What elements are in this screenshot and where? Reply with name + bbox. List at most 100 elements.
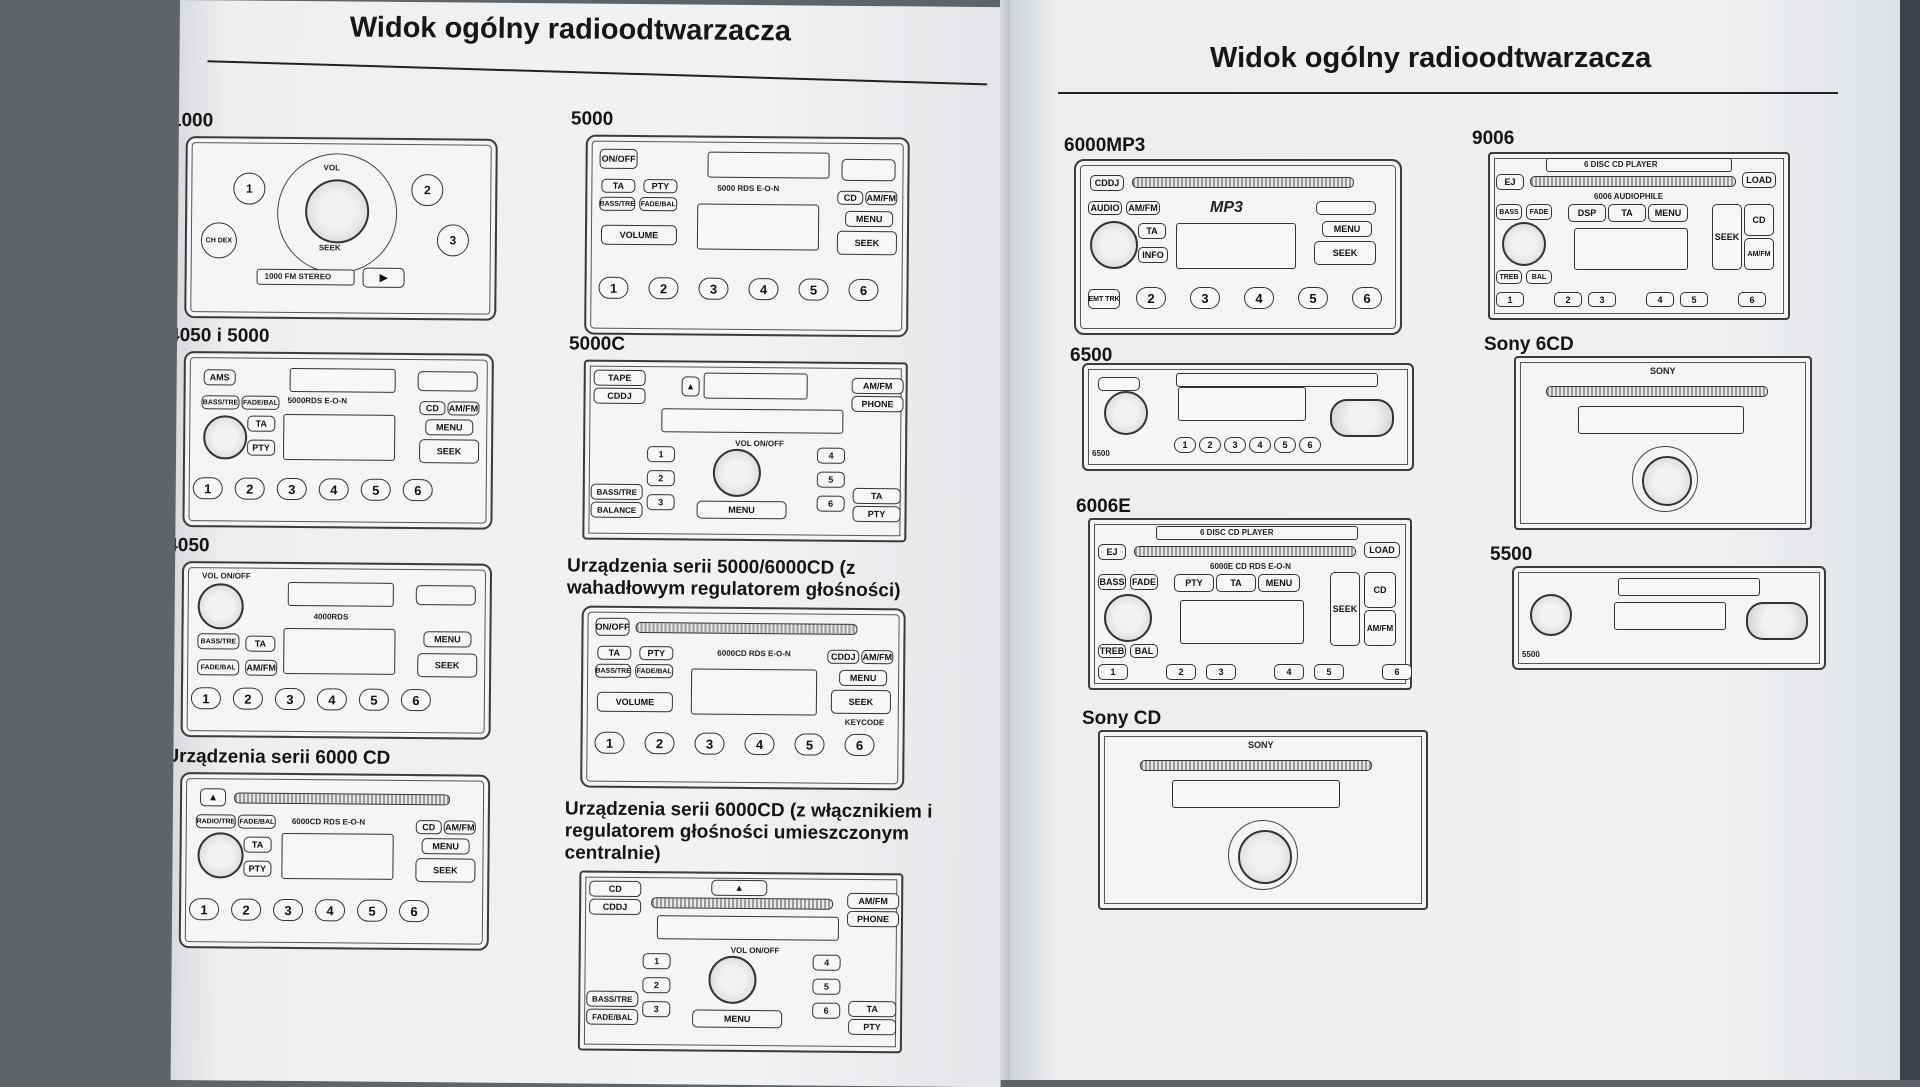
pty-button: PTY: [852, 505, 901, 523]
phone-button: PHONE: [846, 910, 900, 928]
eject-button: EJ: [1496, 174, 1524, 190]
fade-bal-button: FADE/BAL: [197, 659, 240, 676]
amfm-button: AM/FM: [245, 659, 278, 676]
eject-icon: ▲: [711, 879, 768, 897]
menu-button: MENU: [839, 669, 888, 687]
radio-faceplate: AMS BASS/TRE FADE/BAL 5000RDS E-O-N TA P…: [182, 351, 494, 530]
preset-2: 2: [642, 977, 671, 994]
preset-6: 6: [400, 688, 431, 712]
unit-6500: 6500 6500 1 2 3 4 5 6: [1070, 345, 1430, 475]
preset-6: 6: [1738, 292, 1766, 307]
preset-2: 2: [234, 477, 265, 500]
vol-onoff-label: VOL ON/OFF: [201, 571, 251, 581]
fade-button: FADE: [1526, 204, 1552, 220]
ta-button: TA: [245, 635, 276, 652]
volume-knob: [197, 832, 244, 879]
main-display: [690, 668, 818, 716]
radio-faceplate: SONY: [1514, 356, 1812, 530]
unit-5000c: 5000C TAPE CDDJ ▲ AM/FM PHONE VOL ON/OFF…: [567, 333, 909, 556]
vol-label: VOL: [323, 163, 341, 173]
preset-3: 3: [1190, 287, 1220, 309]
unit-6000cd-central: Urządzenia serii 6000CD (z włącznikiem i…: [563, 798, 945, 1081]
cd-button: CD: [415, 820, 442, 835]
eject-icon: ▲: [681, 376, 700, 397]
volume-knob: [197, 583, 244, 630]
unit-sony-cd: Sony CD SONY: [1082, 708, 1452, 928]
vol-onoff-label: VOL ON/OFF: [735, 438, 784, 449]
volume-knob: [712, 448, 762, 498]
model-tag: 6000CD RDS E-O-N: [717, 648, 791, 659]
ta-button: TA: [1608, 204, 1646, 222]
preset-4: 4: [1274, 664, 1304, 680]
cd-button: CD: [1744, 204, 1774, 236]
preset-1: 1: [646, 446, 676, 463]
preset-6: 6: [816, 495, 845, 512]
preset-4: 4: [812, 954, 841, 971]
preset-6: 6: [402, 478, 433, 502]
cd-slot: [1546, 386, 1768, 397]
chdex-button: CH DEX: [200, 222, 238, 259]
preset-bar: 1 2 3 4 5 6: [1496, 292, 1766, 307]
unit-label: Sony CD: [1082, 708, 1162, 729]
menu-button: MENU: [421, 838, 470, 855]
radio-faceplate: VOL ON/OFF 4000RDS BASS/TRE FADE/BAL TA …: [180, 561, 493, 740]
preset-6: 6: [1299, 437, 1321, 453]
main-display: [696, 203, 820, 251]
unit-sony-6cd: Sony 6CD SONY: [1484, 334, 1844, 544]
pty-button: PTY: [243, 860, 272, 877]
preset-3: 3: [642, 1001, 671, 1018]
radio-faceplate: 6 DISC CD PLAYER EJ LOAD 6006 AUDIOPHILE…: [1488, 152, 1790, 320]
fade-bal-button: FADE/BAL: [586, 1008, 639, 1026]
preset-1: 1: [598, 276, 629, 299]
preset-3: 3: [646, 494, 675, 511]
sony-logo: SONY: [1650, 366, 1676, 376]
unit-label: 4050 i 5000: [170, 324, 270, 347]
title-rule: [207, 60, 988, 86]
fade-bal-button: FADE/BAL: [237, 814, 276, 829]
unit-label: 6500: [1070, 345, 1113, 366]
seek-button: SEEK: [1330, 572, 1360, 646]
onoff-button: ON/OFF: [595, 617, 630, 636]
volume-knob: [1530, 594, 1572, 636]
fade-bal-button: FADE/BAL: [639, 197, 678, 212]
bass-tre-button: BASS/TRE: [586, 990, 639, 1008]
preset-5: 5: [798, 278, 829, 301]
model-tag: 6000CD RDS E-O-N: [291, 817, 366, 827]
unit-4050: 4050 VOL ON/OFF 4000RDS BASS/TRE FADE/BA…: [171, 535, 498, 753]
preset-4: 4: [748, 277, 779, 301]
info-button: INFO: [1138, 247, 1168, 263]
seek-button: SEEK: [1712, 204, 1742, 270]
preset-5: 5: [356, 899, 388, 922]
preset-5: 5: [1298, 287, 1328, 309]
main-display: [283, 627, 396, 675]
top-left-buttons: [1098, 377, 1140, 391]
amfm-button: AM/FM: [861, 649, 894, 665]
vol-onoff-label: VOL ON/OFF: [730, 945, 780, 956]
preset-2: 2: [411, 174, 444, 207]
preset-2: 2: [648, 277, 679, 300]
preset-6: 6: [812, 1002, 841, 1019]
preset-2: 2: [1136, 287, 1166, 309]
unit-label: 4050: [170, 534, 210, 557]
load-button: LOAD: [1742, 172, 1776, 188]
eject-icon: ▶: [362, 267, 405, 288]
bass-tre-button: BASS/TRE: [590, 483, 643, 501]
cd-slot: [651, 897, 834, 910]
volume-knob: [1104, 594, 1152, 642]
radio-faceplate: CD CDDJ ▲ AM/FM PHONE VOL ON/OFF 1 2 3 4…: [577, 870, 904, 1054]
model-tag: 5000 RDS E-O-N: [717, 183, 780, 194]
unit-label: 5000C: [568, 333, 626, 355]
treb-button: TREB: [1496, 270, 1522, 284]
cddj-button: CDDJ: [827, 649, 860, 664]
preset-bar: 1 2 3 4 5 6: [190, 687, 431, 712]
radio-tre-button: RADIO/TRE: [195, 814, 236, 829]
preset-1: 1: [642, 953, 671, 970]
tape-slot: [287, 581, 394, 607]
unit-label: 5000: [570, 108, 614, 130]
preset-4: 4: [1249, 437, 1271, 453]
unit-5000-6000cd-rocker: Urządzenia serii 5000/6000CD (z wahadłow…: [565, 555, 927, 798]
preset-3: 3: [276, 477, 307, 501]
cd-slot: [635, 621, 858, 635]
preset-6: 6: [1352, 287, 1382, 309]
pty-button: PTY: [1174, 574, 1214, 592]
